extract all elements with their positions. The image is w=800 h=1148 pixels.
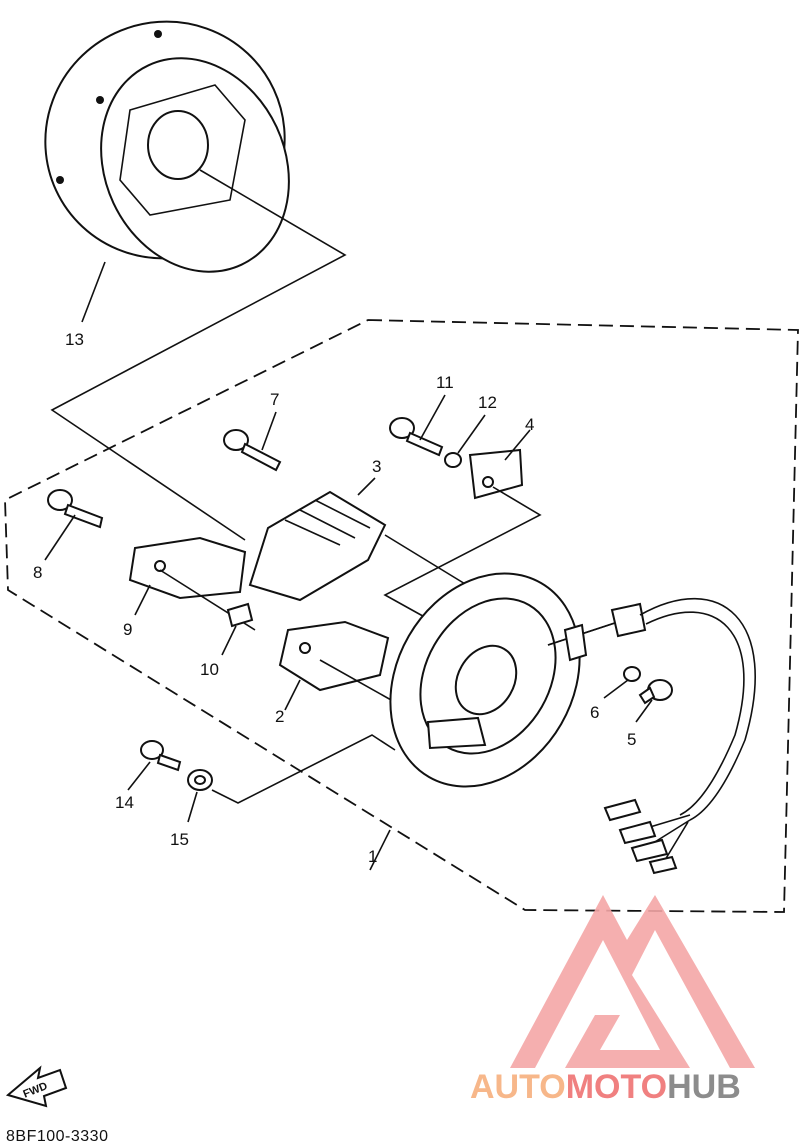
automotohub-logo: AUTOMOTOHUB <box>470 895 755 1106</box>
stator-coil-2[interactable] <box>278 620 390 692</box>
diagram-code: 8BF100-3330 <box>6 1128 109 1145</box>
label-2: 2 <box>275 707 284 726</box>
label-9: 9 <box>123 620 132 639</box>
flywheel-rotor[interactable] <box>6 0 323 303</box>
label-13: 13 <box>65 330 84 349</box>
label-11: 11 <box>436 373 454 392</box>
svg-text:AUTOMOTOHUB: AUTOMOTOHUB <box>470 1068 741 1106</box>
washer-15[interactable] <box>187 769 213 791</box>
stator-coil-3[interactable] <box>248 490 387 602</box>
label-3: 3 <box>372 457 381 476</box>
bolt-8[interactable] <box>47 489 104 529</box>
label-10: 10 <box>200 660 219 679</box>
bolt-7[interactable] <box>223 429 282 472</box>
bolt-14[interactable] <box>140 740 182 772</box>
label-1: 1 <box>368 847 377 866</box>
label-7: 7 <box>270 390 279 409</box>
fwd-arrow-icon: FWD <box>5 1065 68 1108</box>
stator-base-plate-1[interactable] <box>353 539 617 821</box>
wire-harness[interactable] <box>547 597 756 875</box>
logo-hub: HUB <box>667 1068 741 1106</box>
pickup-coil-4[interactable] <box>468 448 524 500</box>
screw-5[interactable] <box>638 679 673 705</box>
label-14: 14 <box>115 793 134 812</box>
assembly-boundary <box>4 319 799 913</box>
bolt-11[interactable] <box>389 417 444 457</box>
stator-coil-9[interactable] <box>128 536 247 600</box>
washer-12[interactable] <box>444 452 462 468</box>
logo-auto: AUTO <box>470 1068 566 1106</box>
washer-6[interactable] <box>623 666 641 682</box>
label-4: 4 <box>525 415 534 434</box>
label-5: 5 <box>627 730 636 749</box>
label-6: 6 <box>590 703 599 722</box>
label-12: 12 <box>478 393 497 412</box>
label-15: 15 <box>170 830 189 849</box>
logo-moto: MOTO <box>566 1068 667 1106</box>
label-8: 8 <box>33 563 42 582</box>
collar-10[interactable] <box>226 602 254 628</box>
